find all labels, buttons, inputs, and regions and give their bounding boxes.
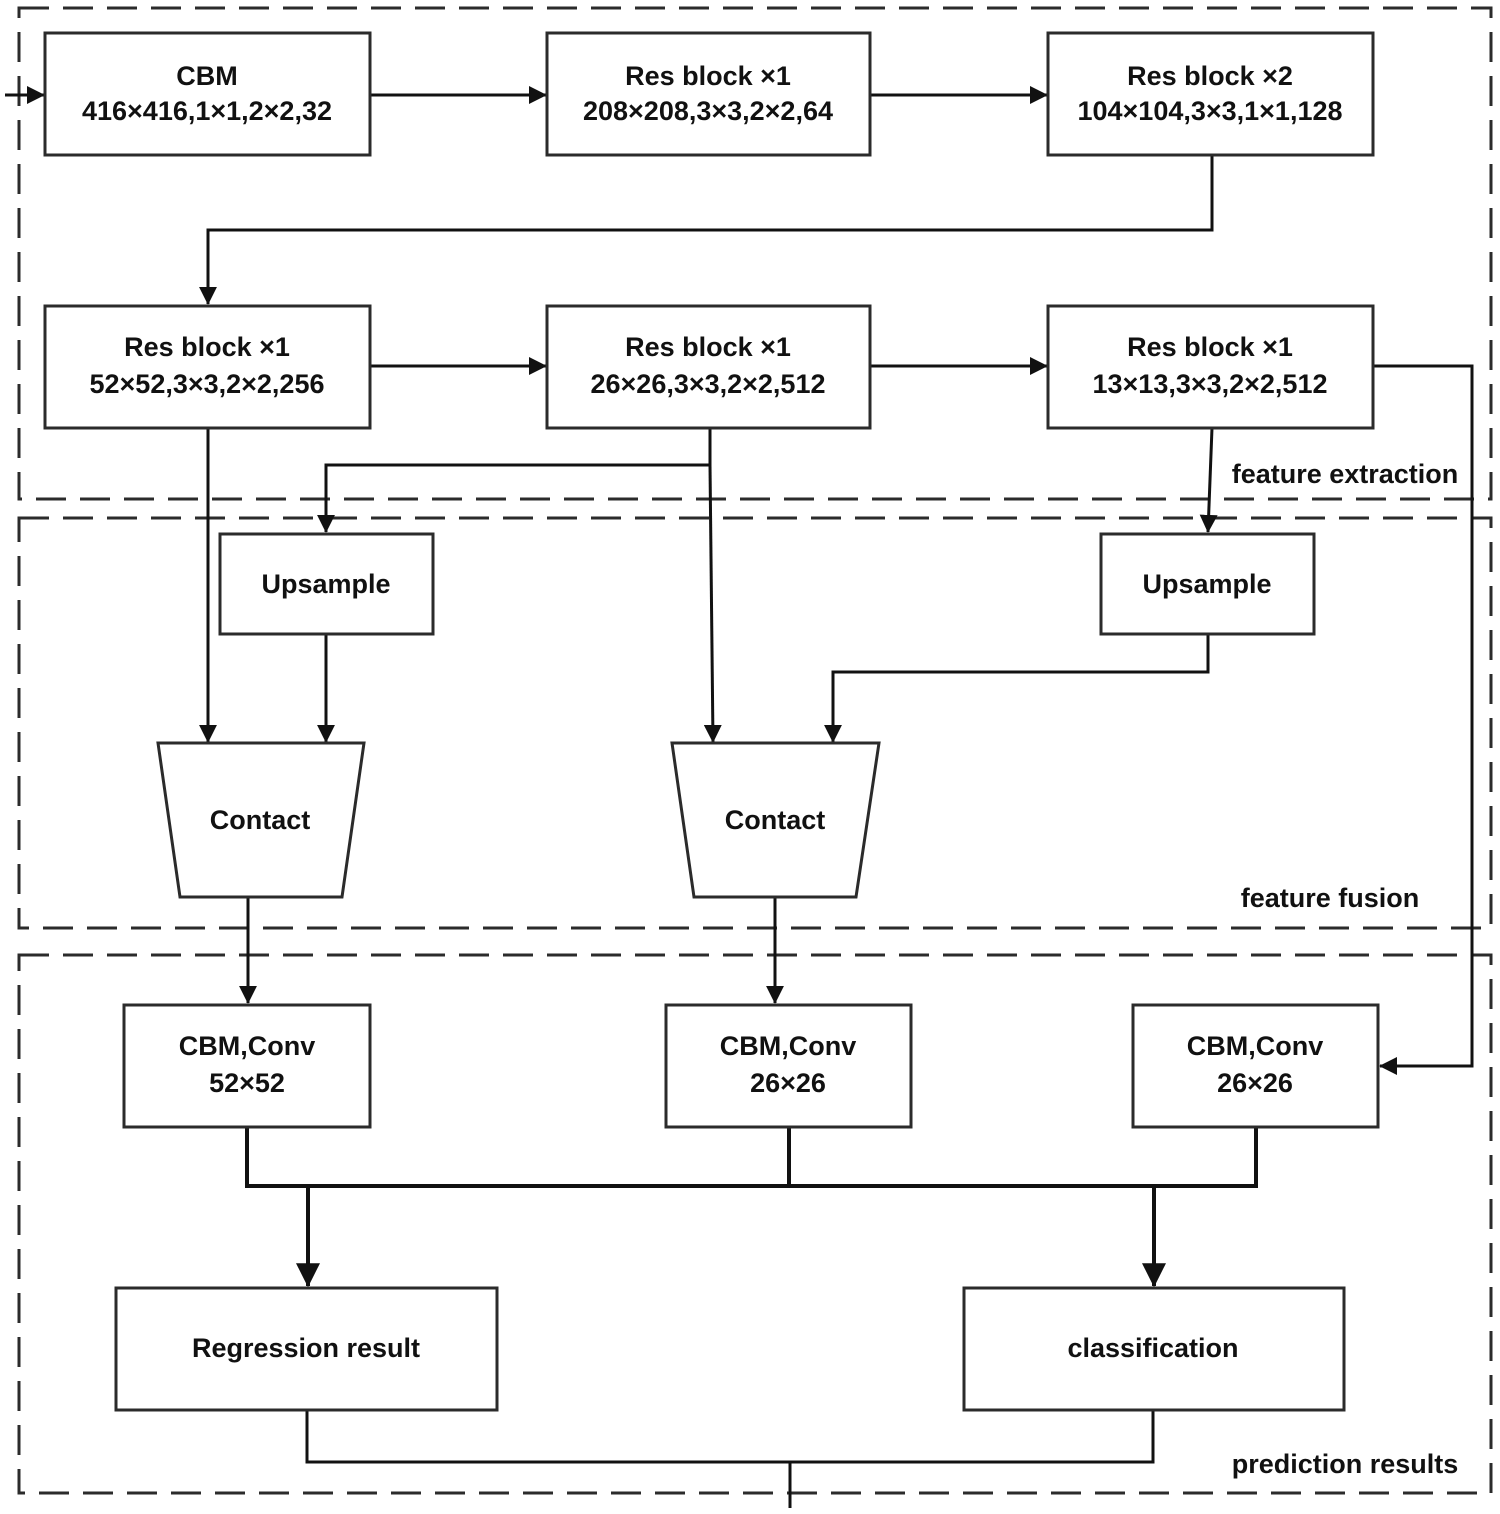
contact-mid-label: Contact	[725, 805, 826, 835]
prediction-results-label: prediction results	[1232, 1449, 1459, 1479]
upsample-right-block: Upsample	[1099, 532, 1316, 636]
res-block-104-title: Res block ×2	[1127, 61, 1293, 91]
res-block-26: Res block ×1 26×26,3×3,2×2,512	[545, 304, 872, 430]
res-block-26-params: 26×26,3×3,2×2,512	[591, 369, 826, 399]
res-block-208-params: 208×208,3×3,2×2,64	[583, 96, 833, 126]
contact-mid-block: Contact	[670, 741, 881, 899]
conv-26b-size: 26×26	[1217, 1068, 1293, 1098]
res-block-104-params: 104×104,3×3,1×1,128	[1077, 96, 1342, 126]
conv-52-block: CBM,Conv 52×52	[122, 1003, 372, 1129]
regression-result-label: Regression result	[192, 1333, 420, 1363]
regression-result-block: Regression result	[114, 1286, 499, 1412]
contact-left-label: Contact	[210, 805, 311, 835]
res-block-26-title: Res block ×1	[625, 332, 791, 362]
arrow-res13-to-upsample-right	[1199, 427, 1218, 533]
contact-left-block: Contact	[156, 741, 366, 899]
cbm-input-block: CBM 416×416,1×1,2×2,32	[43, 31, 372, 157]
arrow-upsample-right-to-contact-mid	[824, 634, 1210, 743]
conv-26a-size: 26×26	[750, 1068, 826, 1098]
arrow-res26-to-upsample-left	[317, 428, 712, 533]
upsample-left-block: Upsample	[218, 532, 435, 636]
conv-26a-block: CBM,Conv 26×26	[664, 1003, 913, 1129]
arrow-res26-to-contact-mid	[703, 464, 722, 743]
connectors	[5, 86, 1474, 1508]
conv-52-size: 52×52	[209, 1068, 285, 1098]
conv-26b-title: CBM,Conv	[1187, 1031, 1324, 1061]
res-block-13-params: 13×13,3×3,2×2,512	[1093, 369, 1328, 399]
res-block-13: Res block ×1 13×13,3×3,2×2,512	[1046, 304, 1375, 430]
feature-extraction-label: feature extraction	[1232, 459, 1459, 489]
res-block-208: Res block ×1 208×208,3×3,2×2,64	[545, 31, 872, 157]
cbm-input-title: CBM	[176, 61, 238, 91]
conv-26a-title: CBM,Conv	[720, 1031, 857, 1061]
res-block-52-params: 52×52,3×3,2×2,256	[90, 369, 325, 399]
merge-bus	[245, 1127, 1258, 1188]
prediction-results-section	[17, 953, 1493, 1495]
conv-26b-block: CBM,Conv 26×26	[1131, 1003, 1380, 1129]
feature-fusion-section	[17, 516, 1493, 930]
feature-fusion-label: feature fusion	[1241, 883, 1420, 913]
output-bus	[305, 1410, 1155, 1464]
upsample-right-label: Upsample	[1142, 569, 1271, 599]
cbm-input-params: 416×416,1×1,2×2,32	[82, 96, 332, 126]
res-block-208-title: Res block ×1	[625, 61, 791, 91]
classification-block: classification	[962, 1286, 1346, 1412]
res-block-104: Res block ×2 104×104,3×3,1×1,128	[1046, 31, 1375, 157]
res-block-52: Res block ×1 52×52,3×3,2×2,256	[43, 304, 372, 430]
res-block-13-title: Res block ×1	[1127, 332, 1293, 362]
classification-label: classification	[1067, 1333, 1238, 1363]
arrow-res13-to-conv26b	[1373, 364, 1474, 1075]
upsample-left-label: Upsample	[261, 569, 390, 599]
feature-extraction-section	[17, 6, 1493, 501]
arrow-res104-to-res52	[199, 155, 1214, 305]
res-block-52-title: Res block ×1	[124, 332, 290, 362]
conv-52-title: CBM,Conv	[179, 1031, 316, 1061]
